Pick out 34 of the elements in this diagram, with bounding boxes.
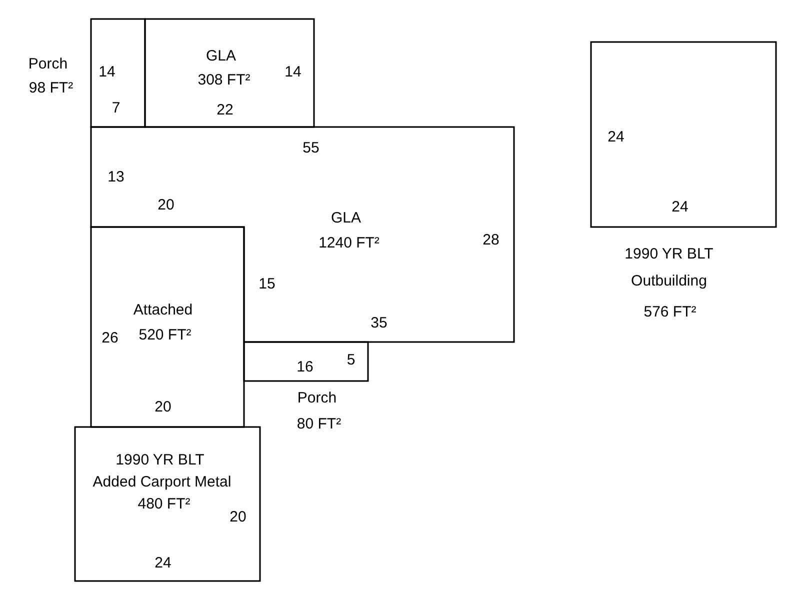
dimension-label: 26 bbox=[102, 329, 118, 347]
dimension-label: 24 bbox=[154, 554, 172, 572]
area-name: Porch bbox=[28, 55, 68, 73]
dimension-label: 35 bbox=[370, 314, 388, 332]
dimension-label: 22 bbox=[216, 101, 234, 119]
dimension-label: 13 bbox=[108, 168, 124, 186]
year-built-label: 1990 YR BLT bbox=[116, 451, 204, 469]
dimension-label: 5 bbox=[346, 351, 356, 369]
area-value: 576 FT² bbox=[644, 303, 696, 321]
dimension-label: 24 bbox=[608, 128, 624, 146]
area-value: 308 FT² bbox=[198, 71, 250, 89]
dimension-label: 7 bbox=[112, 99, 120, 117]
dimension-label: 24 bbox=[672, 198, 688, 216]
dimension-label: 20 bbox=[158, 196, 174, 214]
dimension-label: 14 bbox=[284, 63, 302, 81]
dimension-label: 20 bbox=[154, 398, 172, 416]
area-value: 1240 FT² bbox=[318, 234, 380, 252]
area-name: Outbuilding bbox=[631, 272, 707, 290]
area-value: 80 FT² bbox=[296, 415, 342, 433]
area-name: GLA bbox=[206, 47, 236, 65]
dimension-label: 16 bbox=[296, 358, 314, 376]
area-name: GLA bbox=[331, 209, 361, 227]
area-value: 98 FT² bbox=[28, 79, 74, 97]
dimension-label: 55 bbox=[302, 139, 320, 157]
area-value: 520 FT² bbox=[138, 326, 192, 344]
dimension-label: 28 bbox=[482, 231, 500, 249]
dimension-label: 20 bbox=[230, 508, 246, 526]
area-value: 480 FT² bbox=[138, 495, 190, 513]
area-name: Attached bbox=[133, 301, 193, 319]
dimension-label: 14 bbox=[98, 63, 116, 81]
year-built-label: 1990 YR BLT bbox=[624, 245, 714, 263]
dimension-label: 15 bbox=[258, 275, 276, 293]
area-name: Added Carport Metal bbox=[92, 473, 232, 491]
area-name: Porch bbox=[297, 389, 337, 407]
